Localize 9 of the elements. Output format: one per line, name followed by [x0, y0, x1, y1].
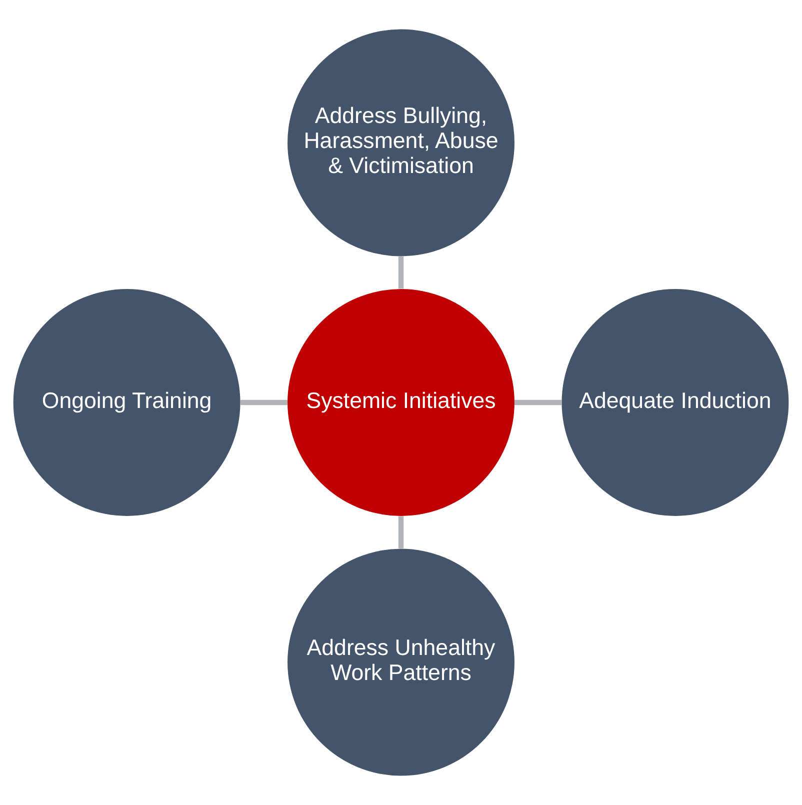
node-circle: Address Unhealthy Work Patterns — [288, 548, 514, 776]
connector — [240, 400, 288, 406]
connector — [514, 400, 562, 406]
node-circle: Address Bullying, Harassment, Abuse & Victimisation — [288, 29, 514, 256]
node-circle: Adequate Induction — [562, 289, 789, 516]
node-circle: Ongoing Training — [13, 289, 240, 516]
connector — [398, 256, 404, 289]
node-circle: Systemic Initiatives — [288, 289, 514, 516]
connector — [398, 516, 404, 548]
